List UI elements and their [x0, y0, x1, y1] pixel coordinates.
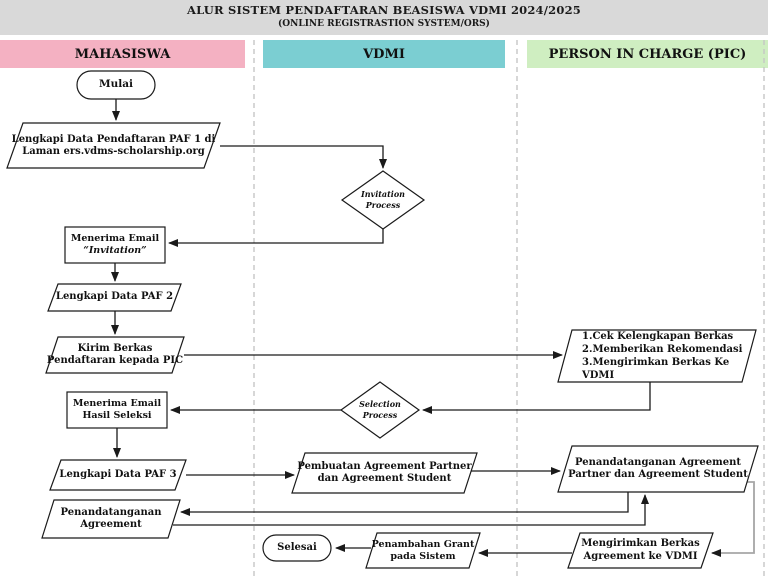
shape-paf1-parallelogram [6, 122, 221, 169]
shape-pic-penandatanganan-parallelogram [557, 445, 759, 493]
shape-penandatanganan-parallelogram [41, 499, 181, 539]
shape-selection-diamond [339, 381, 421, 439]
shape-mengirimkan-parallelogram [567, 532, 714, 569]
connector-pictasks-selection [422, 382, 651, 414]
shape-kirim-berkas-parallelogram [45, 336, 185, 374]
shape-grant-parallelogram [365, 532, 481, 569]
diagram-title: ALUR SISTEM PENDAFTARAN BEASISWA VDMI 20… [187, 3, 581, 17]
lane-header-pic: PERSON IN CHARGE (PIC) [527, 40, 768, 68]
connector-paf1-invitation [220, 145, 387, 169]
connector-penandatanganan-picpen [173, 494, 649, 526]
shape-mulai-terminator [76, 70, 156, 100]
lane-header-mahasiswa: MAHASISWA [0, 40, 245, 68]
title-band [0, 0, 768, 35]
shape-menerima-email-rect [64, 226, 166, 264]
lane-header-vdmi: VDMI [263, 40, 505, 68]
diagram-subtitle: (ONLINE REGISTRASTION SYSTEM/ORS) [278, 19, 490, 29]
shape-selesai-terminator [262, 534, 332, 562]
shape-invitation-diamond [340, 170, 426, 230]
shape-paf2-parallelogram [47, 283, 182, 312]
shape-paf3-parallelogram [49, 459, 187, 491]
shape-pembuatan-parallelogram [291, 452, 478, 494]
connector-picpen-penandatanganan [180, 492, 629, 516]
shape-pic-tasks-parallelogram [557, 329, 757, 383]
connector-invitation-menerima [168, 229, 384, 247]
connector-picpen-mengirimkan [711, 481, 755, 557]
shape-hasil-seleksi-rect [66, 391, 168, 429]
